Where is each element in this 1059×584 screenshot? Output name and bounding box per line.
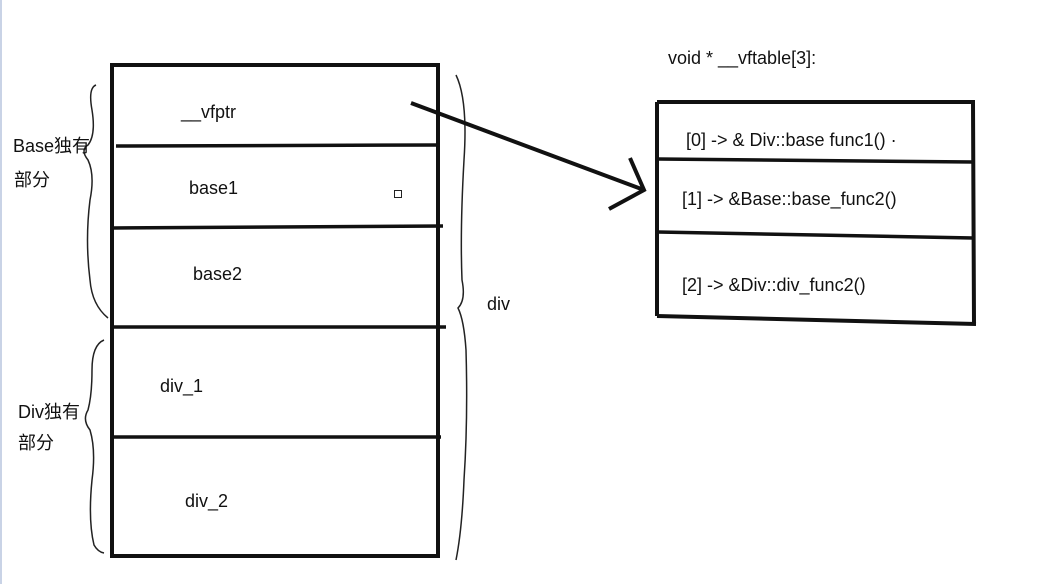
base-part-label-line2: 部分 — [14, 170, 50, 190]
vftable-divider-1-2 — [657, 230, 974, 240]
base-part-brace — [83, 84, 109, 319]
vftable-box — [655, 100, 976, 325]
vftable-title: void * __vftable[3]: — [668, 48, 817, 68]
vftable-entry-0: [0] -> & Div::base func1() · — [686, 130, 897, 150]
divider-vfptr-base1 — [115, 143, 441, 148]
field-base1: base1 — [189, 178, 239, 198]
field-div1: div_1 — [160, 376, 204, 396]
vfptr-arrow-shaft — [410, 101, 645, 192]
base-part-label-line1: Base独有 — [13, 136, 91, 156]
whole-object-brace — [455, 74, 468, 561]
small-square-marker — [394, 190, 402, 198]
div-part-label-line1: Div独有 — [18, 402, 80, 422]
vftable-entry-1: [1] -> &Base::base_func2() — [682, 189, 897, 209]
vftable-bottom-line — [656, 314, 977, 326]
field-base2: base2 — [193, 264, 243, 284]
vfptr-arrow-head — [608, 157, 647, 211]
divider-base1-base2 — [111, 224, 444, 230]
vftable-entry-2: [2] -> &Div::div_func2() — [682, 275, 866, 295]
field-div2: div_2 — [185, 491, 229, 511]
vftable-divider-0-1 — [657, 157, 974, 164]
field-vfptr: __vfptr — [181, 102, 237, 122]
div-part-label-line2: 部分 — [18, 433, 54, 453]
div-part-brace — [84, 339, 105, 554]
object-box — [110, 63, 440, 558]
whole-object-label: div — [487, 294, 511, 314]
